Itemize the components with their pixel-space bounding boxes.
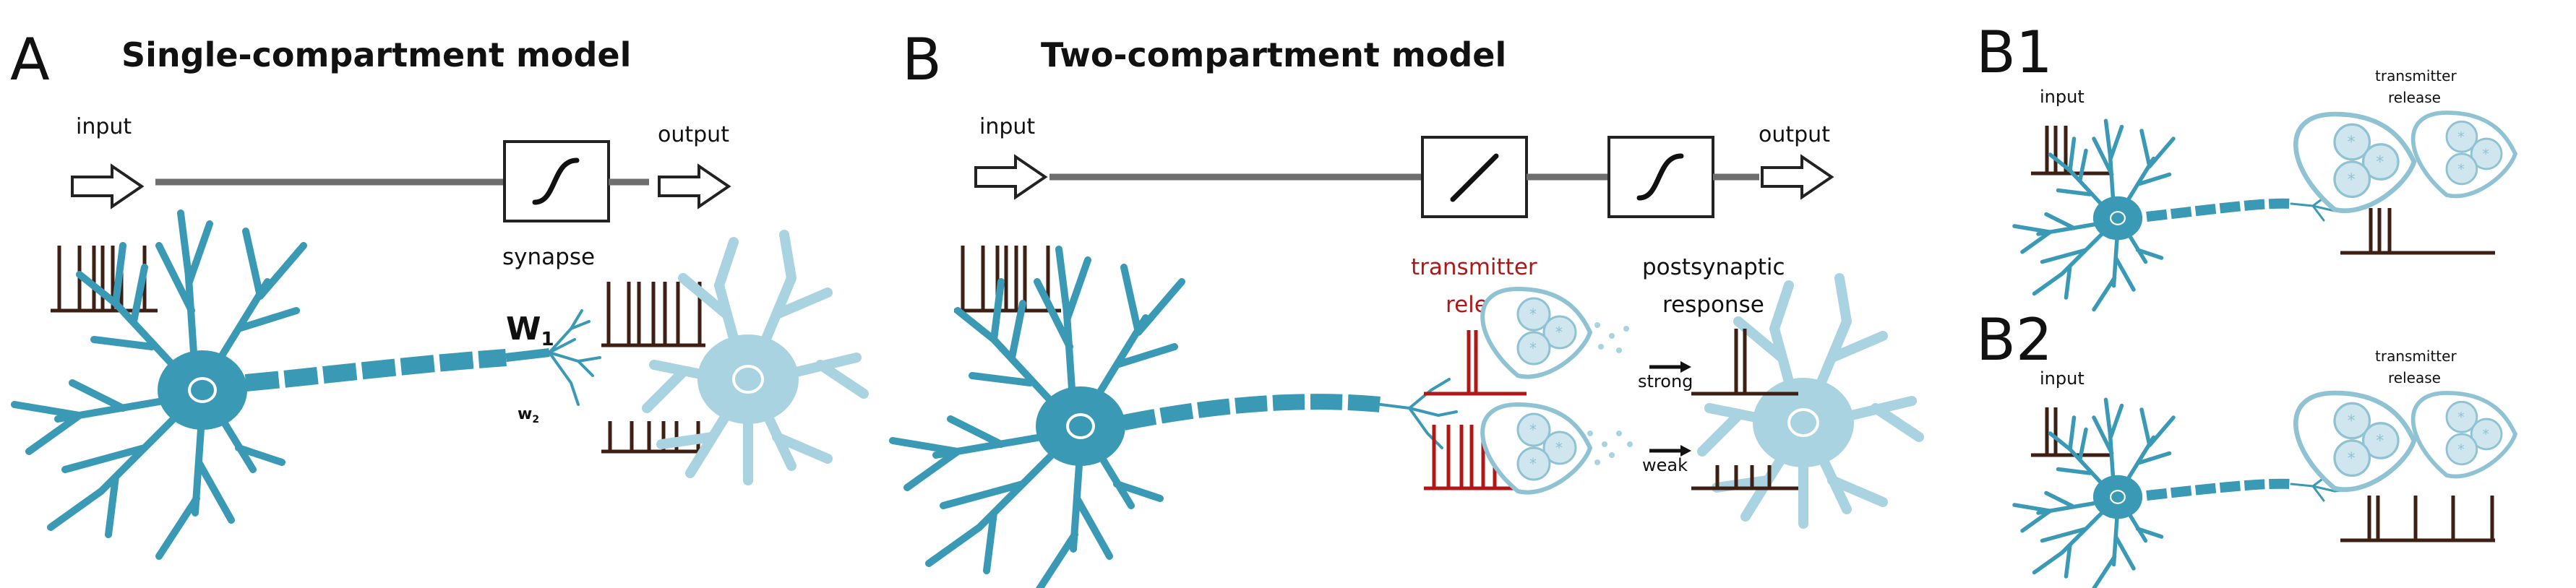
panel-b-title: Two-compartment model	[1041, 35, 1506, 74]
panel-letter-b: B	[902, 26, 942, 93]
panel-b2: B2 input transmitter release	[1976, 306, 2515, 588]
bouton-b1-post	[2413, 113, 2515, 196]
release-spikes-strong	[1424, 330, 1527, 396]
postsynaptic-response-label-1: postsynaptic	[1642, 254, 1785, 280]
input-arrow-a-icon	[71, 165, 143, 208]
input-label-a: input	[76, 114, 132, 139]
input-arrow-b-icon	[974, 155, 1047, 199]
transmitter-release-label-b1-2: release	[2388, 89, 2441, 106]
sigmoid-box-b-icon	[1609, 137, 1713, 217]
output-label-a: output	[658, 122, 729, 147]
transmitter-dots-b	[1587, 322, 1633, 465]
spike-train-output-a2	[601, 421, 705, 454]
weak-label: weak	[1642, 455, 1688, 475]
bouton-b2-pre	[2296, 393, 2414, 490]
panel-a-title: Single-compartment model	[121, 35, 631, 74]
spike-train-output-a1	[601, 282, 705, 347]
output-arrow-a-icon	[658, 165, 730, 208]
transmitter-release-label-b1-1: transmitter	[2375, 67, 2457, 85]
bouton-b2-post	[2413, 393, 2515, 476]
panel-letter-b1: B1	[1976, 19, 2053, 86]
axon-b	[1122, 394, 1381, 431]
panel-letter-a: A	[10, 26, 50, 93]
spike-train-input-b2	[2031, 407, 2112, 457]
panel-b: B Two-compartment model input output tra…	[893, 26, 1919, 588]
weight-w1-label: W1	[506, 311, 554, 350]
panel-a: A Single-compartment model input output …	[10, 26, 864, 556]
output-arrow-b-icon	[1761, 155, 1833, 199]
release-spikes-b1	[2340, 208, 2495, 255]
transmitter-release-label-b2-2: release	[2388, 369, 2441, 386]
output-label-b: output	[1759, 122, 1830, 147]
sigmoid-box-a-icon	[505, 142, 609, 221]
bouton-b1-pre	[2296, 114, 2414, 211]
linear-box-icon	[1422, 137, 1527, 217]
transmitter-release-label-b2-1: transmitter	[2375, 347, 2457, 365]
release-spikes-b2	[2340, 496, 2495, 542]
weight-w2-label: w2	[518, 405, 539, 425]
synapse-label: synapse	[502, 244, 595, 270]
bouton-b2	[1482, 405, 1590, 493]
strong-label: strong	[1638, 371, 1693, 392]
input-label-b1: input	[2040, 87, 2085, 107]
input-label-b: input	[979, 114, 1035, 139]
panel-letter-b2: B2	[1976, 306, 2053, 373]
panel-b1: B1 input transmitter release	[1976, 19, 2515, 310]
postsynaptic-neuron-a	[647, 235, 864, 480]
transmitter-release-label-b-1: transmitter	[1411, 254, 1537, 280]
input-label-b2: input	[2040, 368, 2085, 389]
bouton-b1	[1482, 289, 1590, 377]
psp-spikes-strong	[1691, 329, 1798, 396]
psp-spikes-weak	[1691, 465, 1798, 490]
postsynaptic-response-label-2: response	[1662, 292, 1764, 318]
axon-a	[244, 349, 507, 392]
